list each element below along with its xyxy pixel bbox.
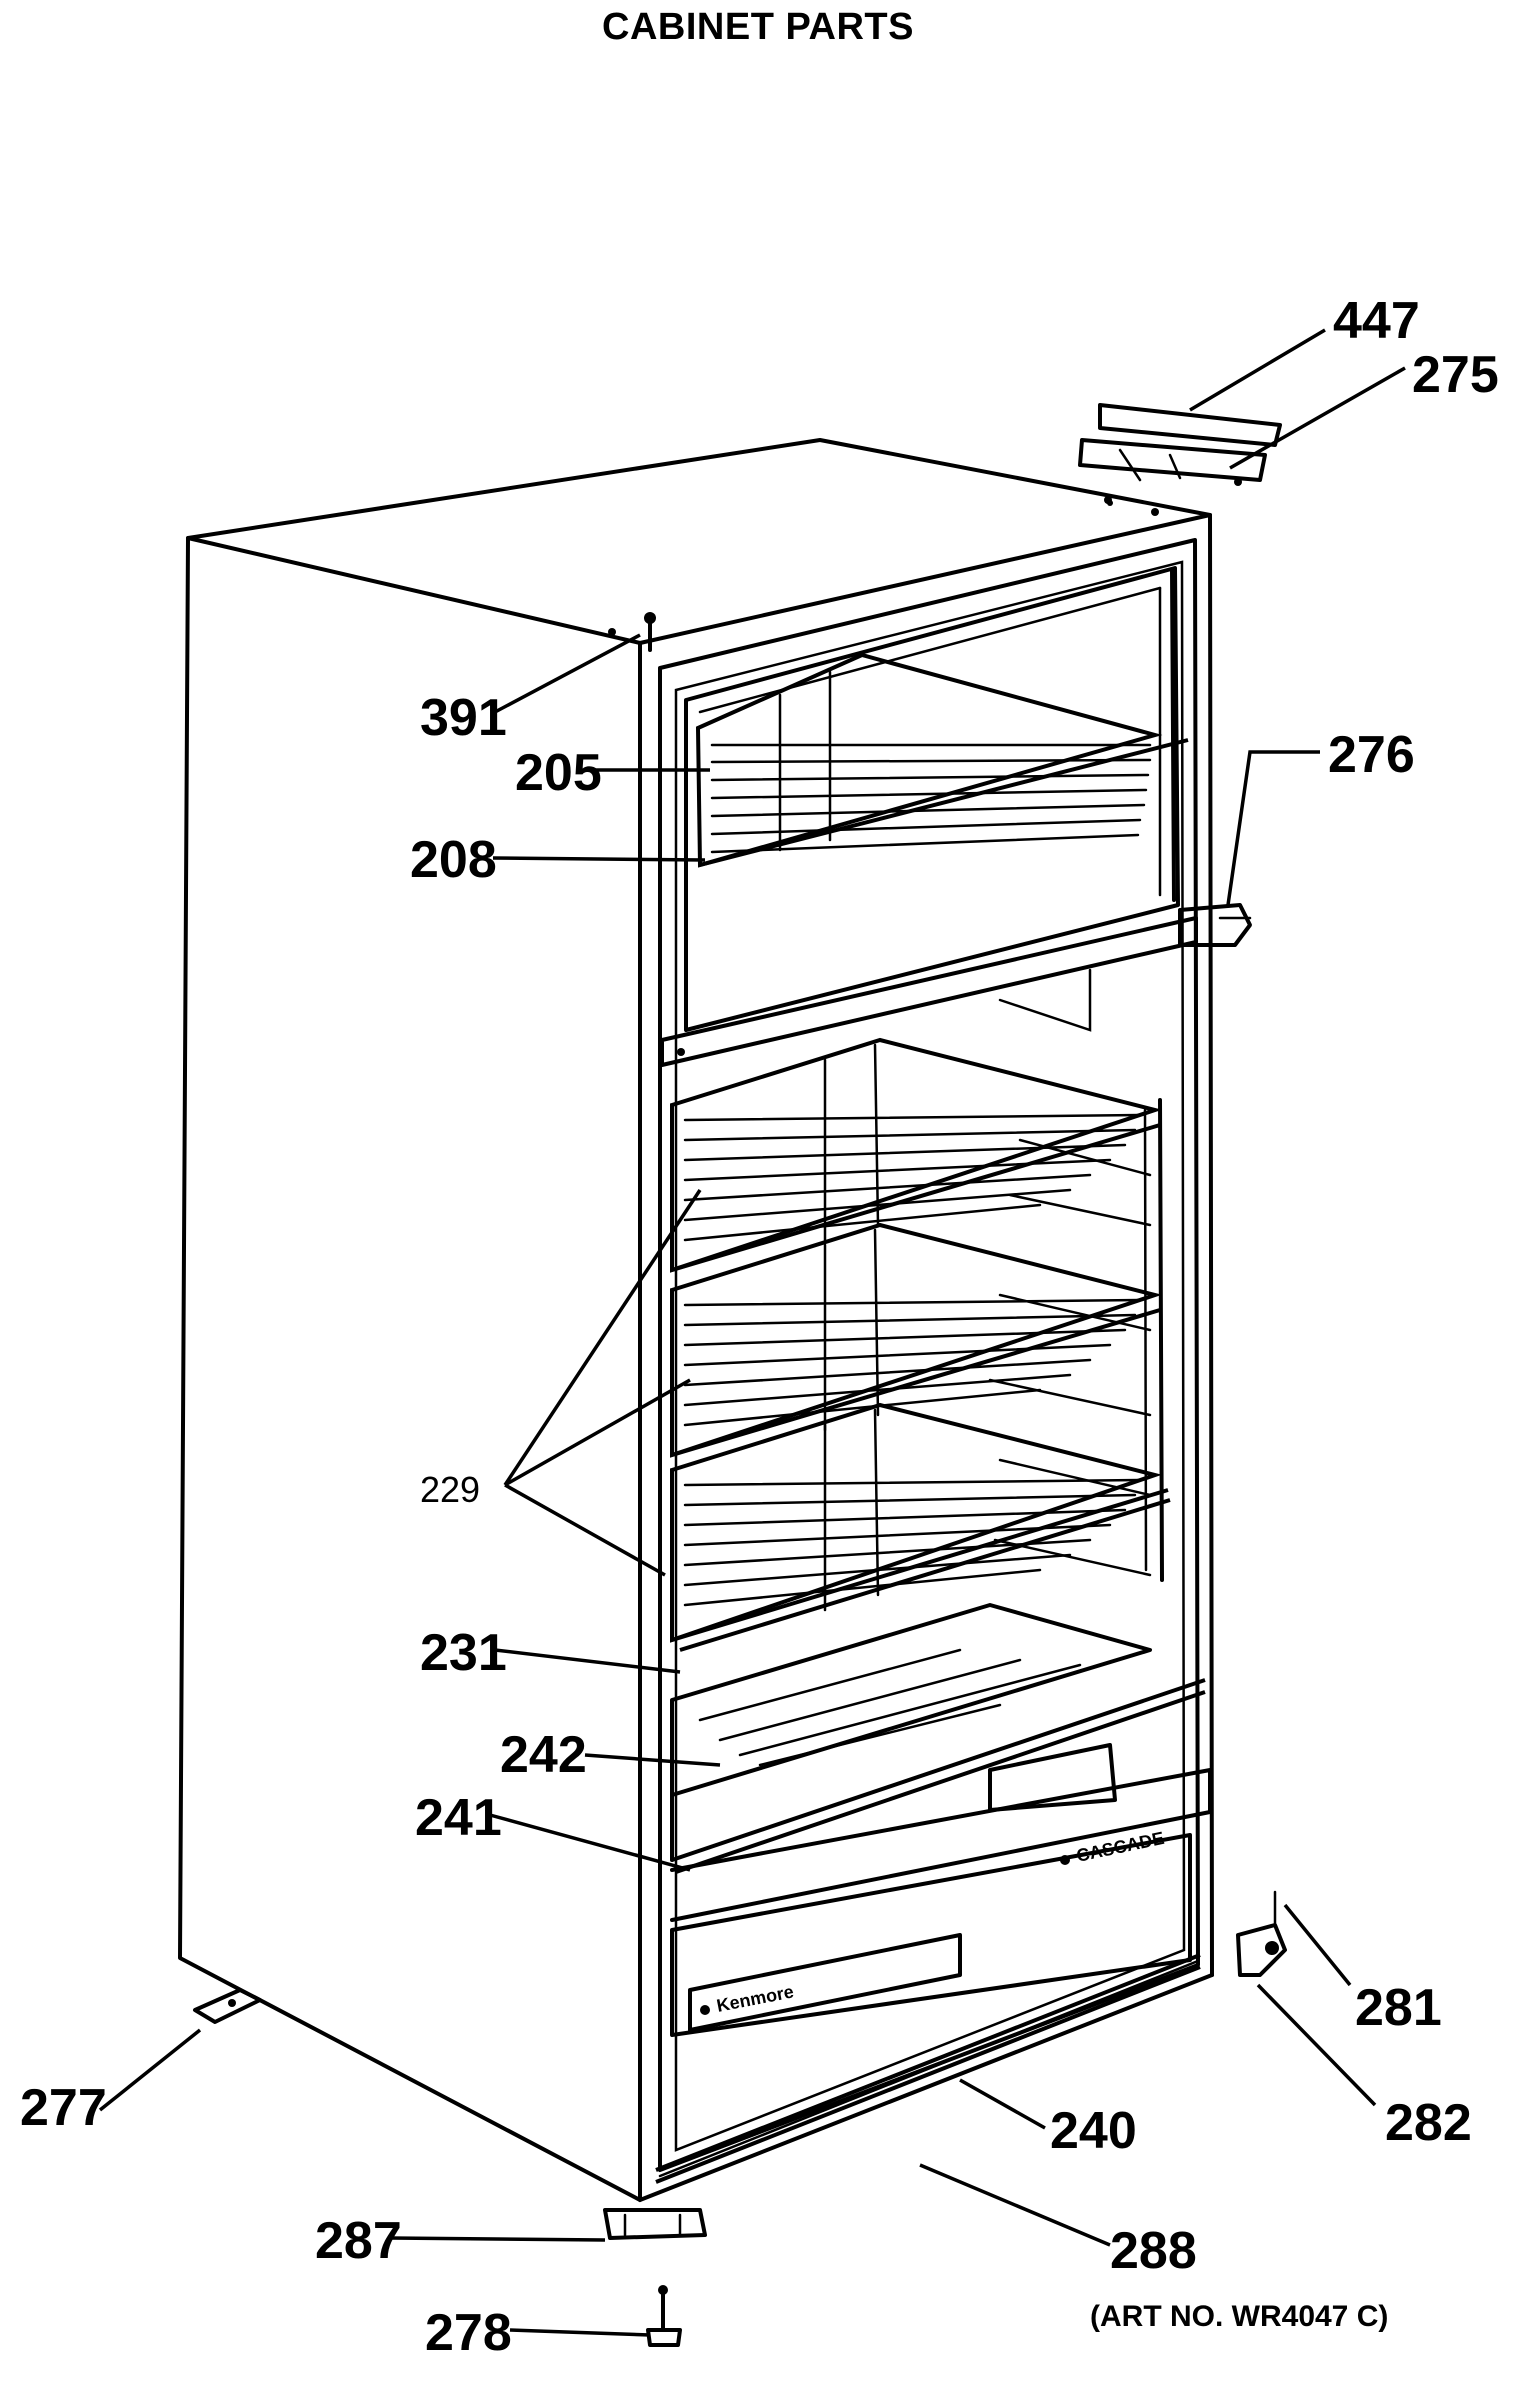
freezer-compartment <box>660 566 1198 1067</box>
callout-208: 208 <box>410 831 497 889</box>
callout-288: 288 <box>1110 2222 1197 2280</box>
callout-287: 287 <box>315 2212 402 2270</box>
callout-282: 282 <box>1385 2094 1472 2152</box>
cabinet-body <box>178 438 1214 2202</box>
page-title: CABINET PARTS <box>602 6 914 48</box>
screw-391 <box>608 500 1113 652</box>
leader-lines <box>98 328 1406 2337</box>
callout-277: 277 <box>20 2079 107 2137</box>
callout-275: 275 <box>1412 346 1499 404</box>
callout-447: 447 <box>1333 292 1420 350</box>
callout-241: 241 <box>415 1789 502 1847</box>
top-hinge <box>1078 403 1282 516</box>
callout-231: 231 <box>420 1624 507 1682</box>
callout-391: 391 <box>420 689 507 747</box>
callout-229: 229 <box>420 1469 480 1510</box>
center-hinge <box>1178 903 1252 947</box>
roller-287 <box>603 2208 707 2240</box>
pan-cover <box>670 1603 1206 1874</box>
foot-bracket <box>193 1988 262 2024</box>
callout-242: 242 <box>500 1726 587 1784</box>
bottom-hinge <box>1236 1890 1287 1977</box>
art-number: (ART NO. WR4047 C) <box>1090 2300 1389 2333</box>
leveling-leg-278 <box>646 2285 682 2347</box>
callout-205: 205 <box>515 744 602 802</box>
callout-240: 240 <box>1050 2102 1137 2160</box>
callout-labels: 447 275 276 391 205 208 229 231 242 241 … <box>20 292 1499 2362</box>
callout-276: 276 <box>1328 726 1415 784</box>
callout-281: 281 <box>1355 1979 1442 2037</box>
callout-278: 278 <box>425 2304 512 2362</box>
fresh-food-shelves <box>670 1037 1171 1652</box>
